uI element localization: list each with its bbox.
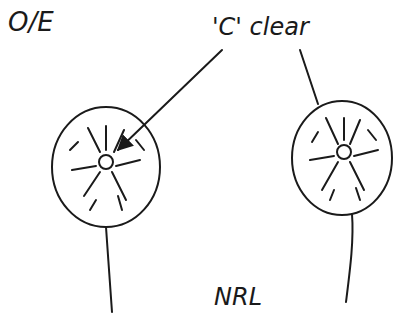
- left-vessels: [70, 126, 144, 210]
- right-disc: [337, 145, 351, 159]
- leader-arrow: [118, 50, 222, 150]
- right-stem: [346, 214, 353, 302]
- leader-line: [300, 50, 318, 104]
- right-fundus: [292, 101, 392, 215]
- left-stem: [106, 227, 112, 312]
- finding-note: NRL: [214, 284, 262, 310]
- right-vessels: [310, 118, 378, 200]
- exam-heading: O/E: [8, 8, 54, 37]
- left-disc: [99, 155, 113, 169]
- finding-note: 'C' clear: [212, 14, 309, 40]
